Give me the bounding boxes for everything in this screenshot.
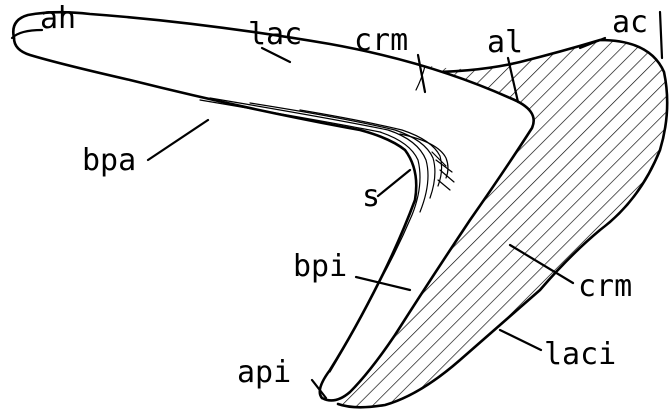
- label-crm-right: crm: [578, 269, 632, 304]
- label-al: al: [487, 25, 523, 60]
- label-laci: laci: [544, 337, 616, 372]
- label-ac: ac: [612, 5, 648, 40]
- label-crm-top: crm: [354, 23, 408, 58]
- leader-s: [378, 170, 410, 196]
- leader-ac-right: [660, 12, 662, 58]
- label-ah: ah: [40, 1, 76, 36]
- label-bpa: bpa: [82, 143, 136, 178]
- leader-bpa: [148, 120, 208, 160]
- label-api: api: [237, 355, 291, 390]
- label-lac: lac: [248, 17, 302, 52]
- label-s: s: [362, 179, 380, 214]
- label-bpi: bpi: [293, 249, 347, 284]
- leader-laci: [500, 330, 541, 350]
